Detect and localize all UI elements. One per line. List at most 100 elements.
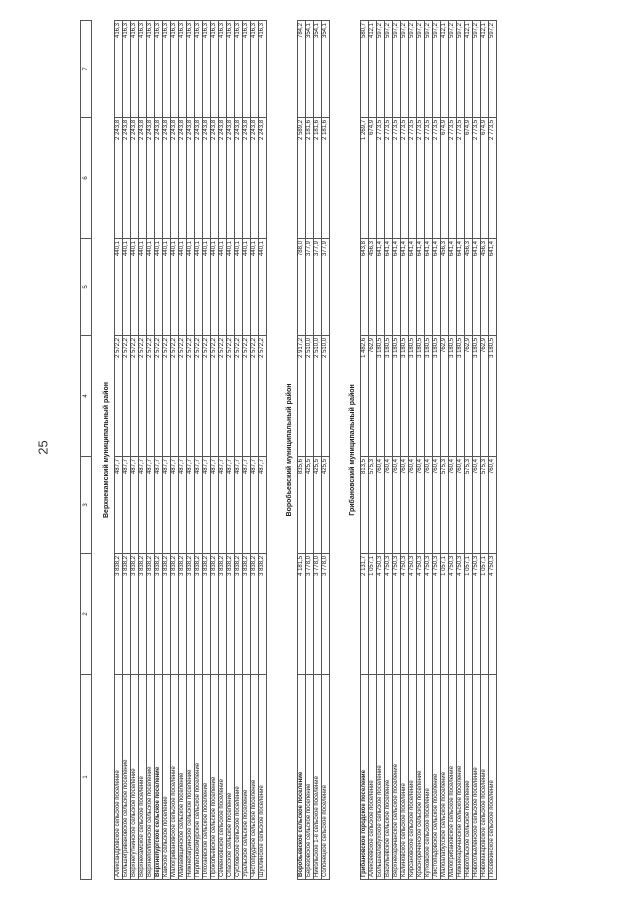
rotated-table-container: 1 2 3 4 5 6 7 Верхнекамский муниципальны… (80, 20, 590, 880)
row-value-cell: 2 589,2 (297, 117, 306, 239)
row-value-cell: 597,2 (376, 20, 385, 118)
row-value-cell: 2 243,8 (202, 117, 211, 239)
row-value-cell: 425,5 (321, 456, 330, 554)
row-value-cell: 641,4 (448, 238, 457, 336)
row-value-cell: 2 773,5 (392, 117, 401, 239)
row-value-cell: 3 838,2 (122, 553, 131, 675)
row-value-cell: 3 838,2 (138, 553, 147, 675)
row-value-cell: 2 773,5 (472, 117, 481, 239)
row-value-cell: 2 572,2 (170, 335, 179, 457)
section-title-row: Верхнекамский муниципальный район (92, 21, 115, 880)
row-value-cell: 3 838,2 (130, 553, 139, 675)
row-value-cell: 2 243,8 (162, 117, 171, 239)
row-value-cell: 2 773,5 (400, 117, 409, 239)
row-value-cell: 3 180,5 (448, 335, 457, 457)
row-value-cell: 2 572,2 (242, 335, 251, 457)
row-value-cell: 3 838,2 (146, 553, 155, 675)
row-value-cell: 2 572,2 (194, 335, 203, 457)
row-value-cell: 760,4 (416, 456, 425, 554)
row-value-cell: 2 243,8 (242, 117, 251, 239)
row-value-cell: 487,7 (138, 456, 147, 554)
row-value-cell: 4 750,3 (432, 553, 441, 675)
row-value-cell: 440,1 (218, 238, 227, 336)
row-value-cell: 3 838,2 (234, 553, 243, 675)
row-value-cell: 440,1 (146, 238, 155, 336)
row-value-cell: 487,7 (170, 456, 179, 554)
row-value-cell: 2 243,8 (114, 117, 123, 239)
row-value-cell: 762,9 (464, 335, 473, 457)
row-value-cell: 3 838,2 (170, 553, 179, 675)
row-value-cell: 2 572,2 (226, 335, 235, 457)
row-value-cell: 4 750,3 (384, 553, 393, 675)
row-name-cell: Верхнекамское сельское поселение (138, 674, 147, 880)
row-name-cell: Березовское сельское поселение (305, 674, 314, 880)
row-value-cell: 2 773,5 (456, 117, 465, 239)
row-value-cell: 2 243,8 (258, 117, 267, 239)
row-value-cell: 3 180,5 (488, 335, 497, 457)
row-value-cell: 4 750,3 (376, 553, 385, 675)
row-value-cell: 2 243,8 (218, 117, 227, 239)
row-value-cell: 4 750,3 (400, 553, 409, 675)
row-value-cell: 3 180,5 (432, 335, 441, 457)
row-value-cell: 412,1 (368, 20, 377, 118)
row-value-cell: 416,3 (194, 20, 203, 118)
col-header-6: 6 (80, 117, 92, 239)
row-value-cell: 597,2 (408, 20, 417, 118)
row-value-cell: 487,7 (186, 456, 195, 554)
row-value-cell: 4 750,3 (408, 553, 417, 675)
row-value-cell: 3 180,5 (392, 335, 401, 457)
row-value-cell: 416,3 (250, 20, 259, 118)
row-value-cell: 2 773,5 (376, 117, 385, 239)
row-value-cell: 3 838,2 (258, 553, 267, 675)
row-name-cell: Кирсановское сельское поселение (408, 674, 417, 880)
row-value-cell: 575,3 (440, 456, 449, 554)
col-header-5: 5 (80, 238, 92, 336)
row-value-cell: 2 773,5 (384, 117, 393, 239)
row-value-cell: 1 482,6 (360, 335, 369, 457)
row-value-cell: 416,3 (186, 20, 195, 118)
row-value-cell: 2 243,8 (138, 117, 147, 239)
col-header-3: 3 (80, 456, 92, 554)
row-value-cell: 425,5 (305, 456, 314, 554)
row-value-cell: 487,7 (146, 456, 155, 554)
row-name-cell: Спасское сельское поселение (226, 674, 235, 880)
row-name-cell: Солонецкое сельское поселение (321, 674, 330, 880)
row-value-cell: 2 572,2 (122, 335, 131, 457)
row-value-cell: 2 773,5 (424, 117, 433, 239)
row-value-cell: 2 572,2 (202, 335, 211, 457)
row-value-cell: 597,2 (488, 20, 497, 118)
row-value-cell: 377,9 (313, 238, 322, 336)
row-value-cell: 2 510,0 (305, 335, 314, 457)
row-name-cell: Малоалабухское сельское поселение (440, 674, 449, 880)
page-number: 25 (35, 440, 51, 455)
row-name-cell: Большеалабухское сельское поселение (376, 674, 385, 880)
row-value-cell: 760,4 (472, 456, 481, 554)
row-value-cell: 416,3 (218, 20, 227, 118)
row-value-cell: 762,9 (480, 335, 489, 457)
row-name-cell: Верхнекарачанское сельское поселение (392, 674, 401, 880)
row-value-cell: 416,3 (130, 20, 139, 118)
row-value-cell: 3 838,2 (178, 553, 187, 675)
row-value-cell: 440,1 (234, 238, 243, 336)
row-value-cell: 440,1 (202, 238, 211, 336)
row-value-cell: 2 181,6 (305, 117, 314, 239)
row-value-cell: 487,7 (154, 456, 163, 554)
row-value-cell: 3 838,2 (242, 553, 251, 675)
row-value-cell: 674,9 (440, 117, 449, 239)
row-value-cell: 2 572,2 (210, 335, 219, 457)
row-value-cell: 456,3 (368, 238, 377, 336)
row-value-cell: 2 243,8 (210, 117, 219, 239)
row-name-cell: Верхнепургское сельское поселение (154, 674, 163, 880)
row-name-cell: Александровское сельское поселение (114, 674, 123, 880)
row-value-cell: 597,2 (448, 20, 457, 118)
